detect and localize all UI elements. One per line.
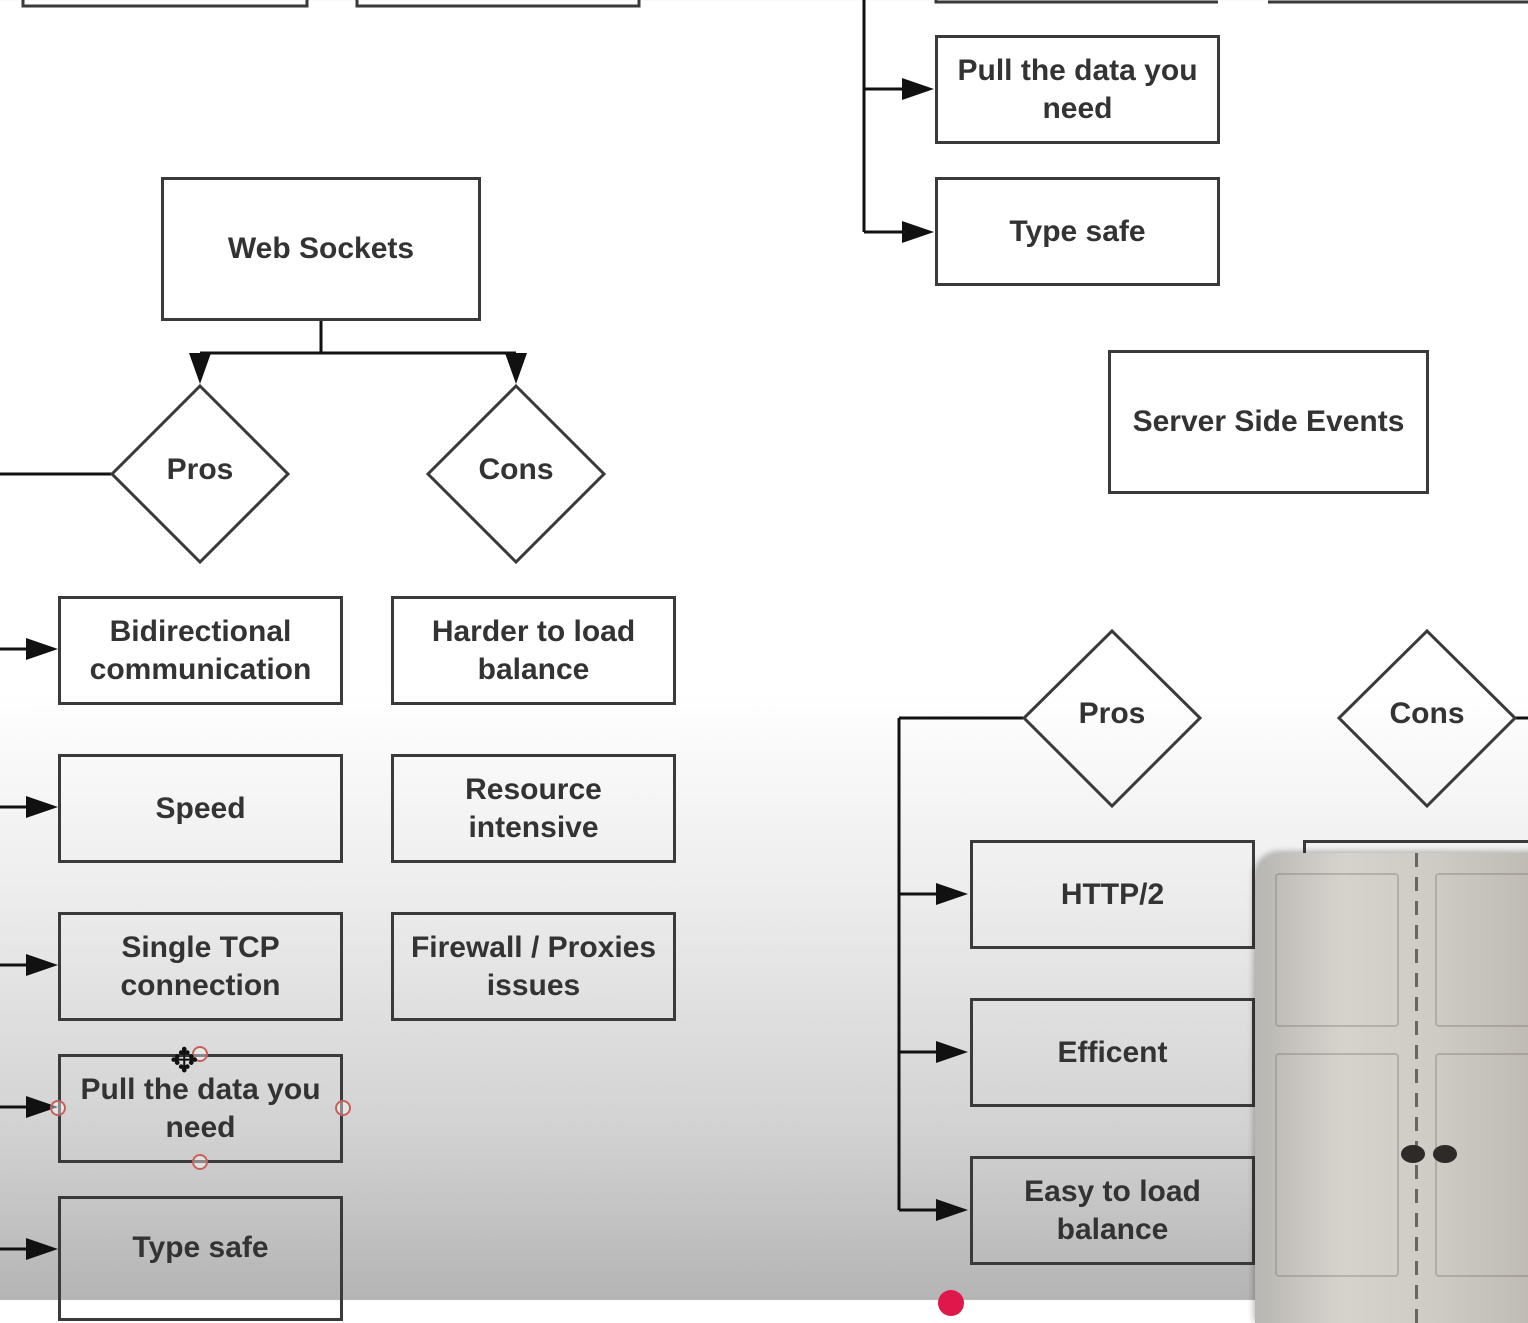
door-panel <box>1275 873 1399 1027</box>
webcam-overlay <box>1255 853 1528 1323</box>
websockets-pro-label: Bidirectional communication <box>89 614 312 686</box>
websockets-pro-label: Pull the data you need <box>80 1072 321 1144</box>
door-panel <box>1435 873 1528 1027</box>
graphql-pro-box[interactable]: Pull the data you need <box>935 35 1220 144</box>
websockets-con-box[interactable]: Harder to load balance <box>391 596 676 705</box>
sse-pro-label: Easy to load balance <box>1024 1174 1201 1246</box>
websockets-title-box[interactable]: Web Sockets <box>161 177 481 321</box>
websockets-pro-box[interactable]: Bidirectional communication <box>58 596 343 705</box>
websockets-pro-box-selected[interactable]: Pull the data you need <box>58 1054 343 1163</box>
sse-pro-box[interactable]: HTTP/2 <box>970 840 1255 949</box>
websockets-pro-box[interactable]: Speed <box>58 754 343 863</box>
websockets-con-box[interactable]: Firewall / Proxies issues <box>391 912 676 1021</box>
websockets-pro-box[interactable]: Type safe <box>58 1196 343 1321</box>
websockets-con-box[interactable]: Resource intensive <box>391 754 676 863</box>
graphql-pro-label: Pull the data you need <box>957 53 1198 125</box>
selection-handle-bottom[interactable] <box>192 1154 208 1170</box>
websockets-pro-label: Single TCP connection <box>120 930 281 1002</box>
door-knob <box>1401 1145 1425 1163</box>
selection-handle-right[interactable] <box>335 1100 351 1116</box>
websockets-pro-label: Speed <box>155 791 246 825</box>
graphql-pro-box[interactable]: Type safe <box>935 177 1220 286</box>
sse-pro-box[interactable]: Efficent <box>970 998 1255 1107</box>
record-indicator <box>938 1290 964 1316</box>
sse-title: Server Side Events <box>1132 405 1405 438</box>
sse-cons-diamond[interactable]: Cons <box>1389 697 1465 730</box>
door-panel <box>1275 1053 1399 1277</box>
websockets-title: Web Sockets <box>227 232 415 265</box>
websockets-pro-label: Type safe <box>132 1231 269 1264</box>
websockets-con-label: Harder to load balance <box>431 614 636 686</box>
sse-title-box[interactable]: Server Side Events <box>1108 350 1429 494</box>
sse-pro-label: Efficent <box>1057 1035 1168 1069</box>
websockets-con-label: Resource intensive <box>465 772 602 844</box>
graphql-pro-label: Type safe <box>1009 214 1146 248</box>
sse-pro-label: HTTP/2 <box>1060 877 1165 911</box>
websockets-pro-box[interactable]: Single TCP connection <box>58 912 343 1021</box>
door-gap <box>1415 853 1418 1323</box>
door-panel <box>1435 1053 1528 1277</box>
selection-handle-top[interactable] <box>192 1046 208 1062</box>
websockets-pros-diamond[interactable]: Pros <box>166 453 234 486</box>
sse-pro-box[interactable]: Easy to load balance <box>970 1156 1255 1265</box>
selection-handle-left[interactable] <box>50 1100 66 1116</box>
move-cursor-icon: ✥ <box>170 1042 199 1080</box>
websockets-cons-diamond[interactable]: Cons <box>478 453 554 486</box>
websockets-con-label: Firewall / Proxies issues <box>410 930 657 1002</box>
door-knob <box>1433 1145 1457 1163</box>
sse-pros-diamond[interactable]: Pros <box>1078 697 1146 730</box>
